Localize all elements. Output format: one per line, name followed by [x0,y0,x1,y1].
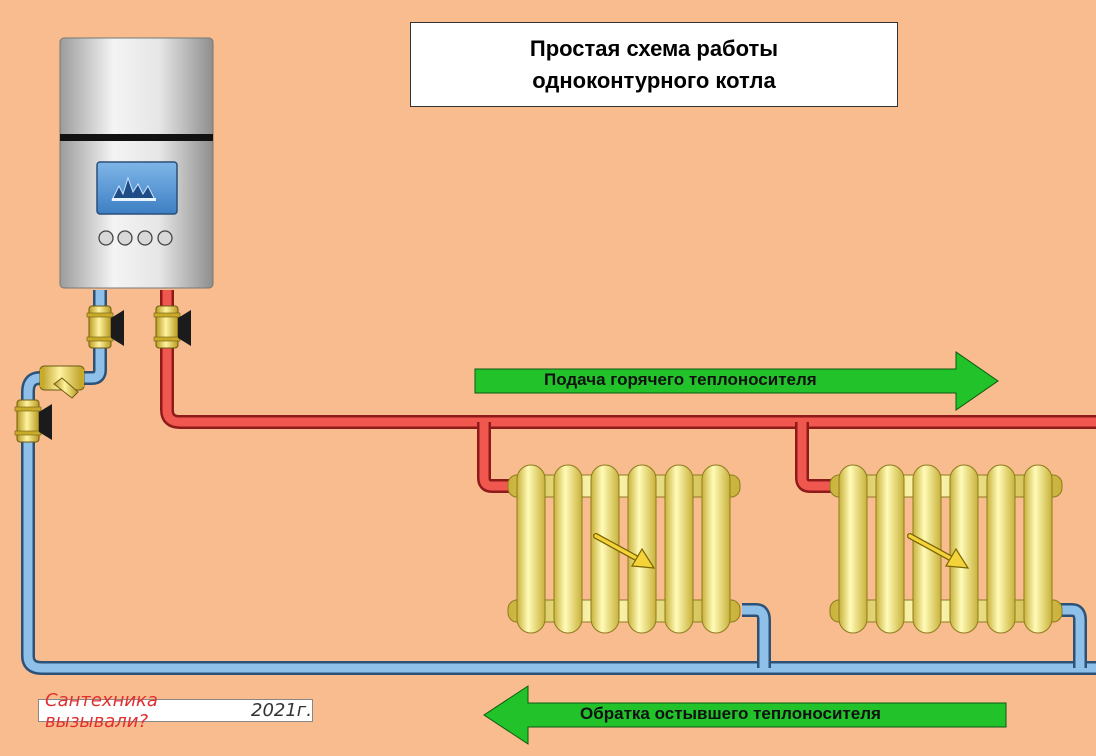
heat-arrow-icon [593,533,656,569]
radiator-icon [829,464,1063,634]
boiler-icon [59,37,214,289]
ball-valve-icon [153,305,191,349]
radiator-icon [507,464,741,634]
return-flow-arrow [483,685,1007,745]
title-line-1: Простая схема работы [529,35,779,61]
return-pipes [21,290,1096,675]
title-line-2: одноконтурного котла [532,67,776,93]
control-button [98,230,114,246]
ball-valve-icon [14,399,52,443]
control-button [157,230,173,246]
supply-pipes [160,290,1096,493]
title-box: Простая схема работы одноконтурного котл… [410,22,898,107]
supply-label: Подача горячего теплоносителя [544,370,817,389]
heat-arrow-icon [907,533,970,569]
return-label: Обратка остывшего теплоносителя [580,704,881,723]
flame-icon [111,176,156,201]
watermark-year: 2021г. [251,700,312,721]
supply-flow-arrow [474,351,999,411]
ball-valve-icon [86,305,124,349]
control-button [117,230,133,246]
filter-icon [39,365,85,399]
control-button [137,230,153,246]
watermark-site: Сантехника вызывали? [45,689,158,732]
watermark: Сантехника вызывали? 2021г. [38,690,313,732]
